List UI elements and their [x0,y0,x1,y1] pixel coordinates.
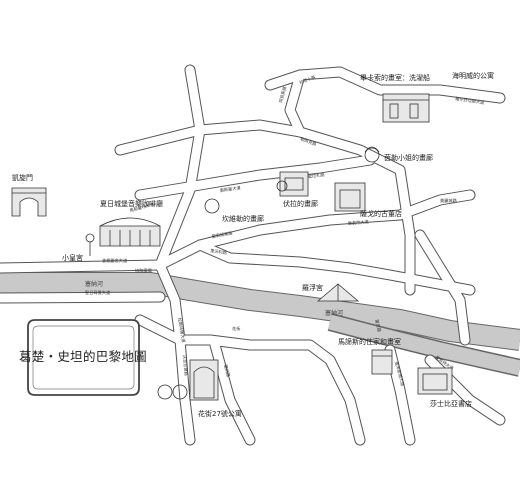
matisse-home-label: 馬諦斯的住家和畫室 [338,337,401,346]
street-label: 美麗城路 [440,197,458,204]
street-label: 聖日耳曼大道 [85,289,111,296]
river-label-east: 塞納河 [325,309,343,317]
street-labels: 拉菲卜路 克利希大道 阿貝斯路 羅什舒亞爾大道 勒佩克路 聖拉札路 奧斯曼大道 … [85,73,486,387]
sagot-shop-label: 薩戈的古董店 [360,209,402,218]
street-label: 羅什舒亞爾大道 [455,95,486,106]
street-label: 歌劇院大道 [348,218,370,227]
road-network [0,64,506,446]
map-title: 葛楚・史坦的巴黎地圖 [19,349,147,364]
street-label: 聖奧諾黑路 [211,229,234,240]
vollard-gallery-sketch [276,171,309,197]
street-label: 阿貝斯路 [277,85,288,104]
street-label: 拉斯拜爾大道 [176,317,187,344]
hemingway-apartment-label: 海明威的公寓 [452,71,494,80]
louvre-label: 羅浮宮 [302,283,323,292]
street-label: 里沃利路 [210,247,228,256]
stein-portraits [157,384,188,400]
street-label: 奧斯曼大道 [219,184,242,194]
rosenberg-portrait [204,198,220,214]
louvre-pyramid-icon [316,283,360,302]
miss-cone-gallery-label: 茵勒小姐的畫廊 [384,153,433,162]
street-label: 花街 [232,325,240,332]
bookshop-sketch [417,367,453,395]
vollard-gallery-label: 伏拉的畫廊 [283,199,318,208]
bookshop-label: 莎士比亞書店 [430,399,472,408]
arc-de-triomphe-sketch [11,187,47,217]
arc-de-triomphe-label: 凱旋門 [12,173,33,182]
pablo-studio-sketch [382,93,430,123]
river-label-west: 塞納河 [85,280,103,288]
street-label: 蒙日路 [373,319,383,334]
pablo-studio-label: 畢卡索的畫室：洗濯船 [360,73,430,82]
rosenberg-gallery-label: 坎維勒的畫廊 [222,214,264,223]
concert-hall-label: 夏日城堡音樂咖啡廳 [100,199,163,208]
petit-palais-sketch [85,233,95,256]
matisse-home-sketch [371,349,393,375]
title-cartouche [27,319,140,396]
street-label: 香榭麗舍大道 [102,257,128,264]
street-label: 聖拉札路 [307,171,325,180]
petit-palais-label: 小皇宮 [62,253,83,262]
rue-de-fleurus-sketch [189,359,219,401]
street-label: 沃吉拉爾路 [181,355,190,377]
miss-cone-portrait [364,146,380,163]
sagot-shop-sketch [334,182,366,212]
rue-de-fleurus-label: 花街27號公寓 [198,409,242,418]
street-label: 塞納路 [222,364,232,379]
street-label: 協和廣場 [135,267,153,274]
concert-hall-sketch [99,217,161,247]
concert-hall-label-text: 夏日城堡音樂咖啡廳 [100,199,163,208]
